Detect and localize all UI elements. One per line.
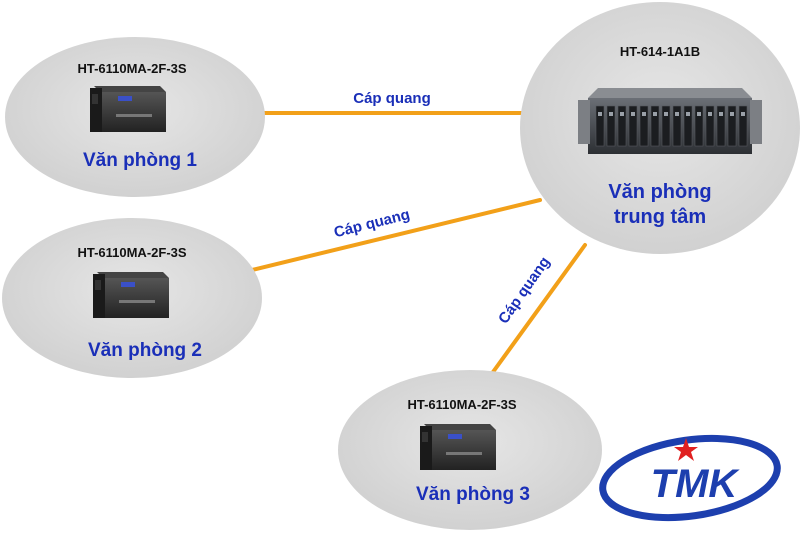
rack-slot-port: [686, 112, 690, 116]
rack-slot-port: [730, 112, 734, 116]
rack-slot: [727, 105, 737, 147]
rack-slot: [738, 105, 748, 147]
media-converter-device-icon: [90, 86, 166, 132]
office2-label: Văn phòng 2: [88, 340, 202, 361]
rack-slot: [650, 105, 660, 147]
rack-slot: [705, 105, 715, 147]
link1-label: Cáp quang: [353, 90, 431, 107]
node-office-1: HT-6110MA-2F-3S Văn phòng 1: [5, 37, 265, 197]
rack-slot: [672, 105, 682, 147]
node-office-3: HT-6110MA-2F-3S Văn phòng 3: [338, 370, 602, 530]
rack-slot-port: [719, 112, 723, 116]
rack-slot-port: [609, 112, 613, 116]
rack-slot: [639, 105, 649, 147]
rack-slot: [683, 105, 693, 147]
office1-label: Văn phòng 1: [83, 150, 197, 171]
link-office3-center: [491, 243, 587, 374]
rack-slot: [595, 105, 605, 147]
rack-slot-port: [697, 112, 701, 116]
rack-slot: [617, 105, 627, 147]
rack-slot-port: [620, 112, 624, 116]
rack-slot-port: [708, 112, 712, 116]
rack-slot-port: [653, 112, 657, 116]
link-office2-center: [250, 198, 542, 272]
media-converter-device-icon: [93, 272, 169, 318]
rack-slot-port: [598, 112, 602, 116]
link3-label: Cáp quang: [495, 254, 553, 327]
rack-slot-port: [642, 112, 646, 116]
node-office-2: HT-6110MA-2F-3S Văn phòng 2: [2, 218, 262, 378]
center-model-label: HT-614-1A1B: [620, 44, 700, 59]
rack-slot-port: [675, 112, 679, 116]
tmk-logo: TMK: [599, 434, 781, 522]
center-office-label-line1: Văn phòng: [608, 181, 711, 203]
office3-label: Văn phòng 3: [416, 484, 530, 505]
rack-slot-port: [741, 112, 745, 116]
rack-slot: [661, 105, 671, 147]
office1-model-label: HT-6110MA-2F-3S: [77, 61, 186, 76]
rack-chassis-device-icon: [578, 88, 762, 154]
office2-model-label: HT-6110MA-2F-3S: [77, 245, 186, 260]
star-icon: [674, 438, 698, 461]
rack-slot: [694, 105, 704, 147]
rack-slot-port: [664, 112, 668, 116]
rack-slot: [606, 105, 616, 147]
center-office-label-line2: trung tâm: [614, 206, 706, 228]
node-center-office: HT-614-1A1B Văn phòng trung tâm: [520, 2, 800, 254]
rack-slot: [716, 105, 726, 147]
media-converter-device-icon: [420, 424, 496, 470]
rack-slot-port: [631, 112, 635, 116]
logo-text: TMK: [651, 462, 741, 506]
office3-model-label: HT-6110MA-2F-3S: [407, 397, 516, 412]
rack-slot: [628, 105, 638, 147]
